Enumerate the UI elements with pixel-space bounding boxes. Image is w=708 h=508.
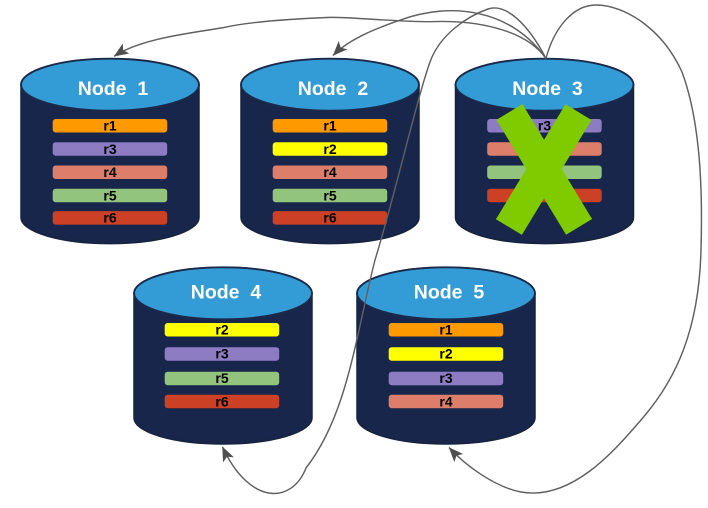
svg-text:r4: r4 <box>439 393 452 409</box>
svg-text:Node 1: Node 1 <box>78 78 149 100</box>
svg-text:r5: r5 <box>103 187 116 203</box>
svg-text:r3: r3 <box>215 346 228 362</box>
svg-text:Node 4: Node 4 <box>191 282 262 304</box>
svg-text:r6: r6 <box>323 210 336 226</box>
svg-text:r6: r6 <box>215 393 228 409</box>
svg-text:Node 2: Node 2 <box>298 78 369 100</box>
svg-text:r1: r1 <box>439 322 452 338</box>
svg-text:r4: r4 <box>323 164 336 180</box>
svg-text:r2: r2 <box>323 141 336 157</box>
svg-text:r2: r2 <box>215 322 228 338</box>
svg-text:r4: r4 <box>103 164 116 180</box>
svg-text:r3: r3 <box>538 118 551 134</box>
svg-text:r1: r1 <box>103 118 116 134</box>
svg-text:Node 3: Node 3 <box>512 78 583 100</box>
svg-text:r2: r2 <box>439 346 452 362</box>
svg-text:r3: r3 <box>103 141 116 157</box>
svg-text:r3: r3 <box>439 370 452 386</box>
svg-text:r6: r6 <box>103 210 116 226</box>
svg-text:r5: r5 <box>323 187 336 203</box>
svg-text:r5: r5 <box>215 370 228 386</box>
svg-text:r1: r1 <box>323 118 336 134</box>
svg-text:Node 5: Node 5 <box>414 282 485 304</box>
